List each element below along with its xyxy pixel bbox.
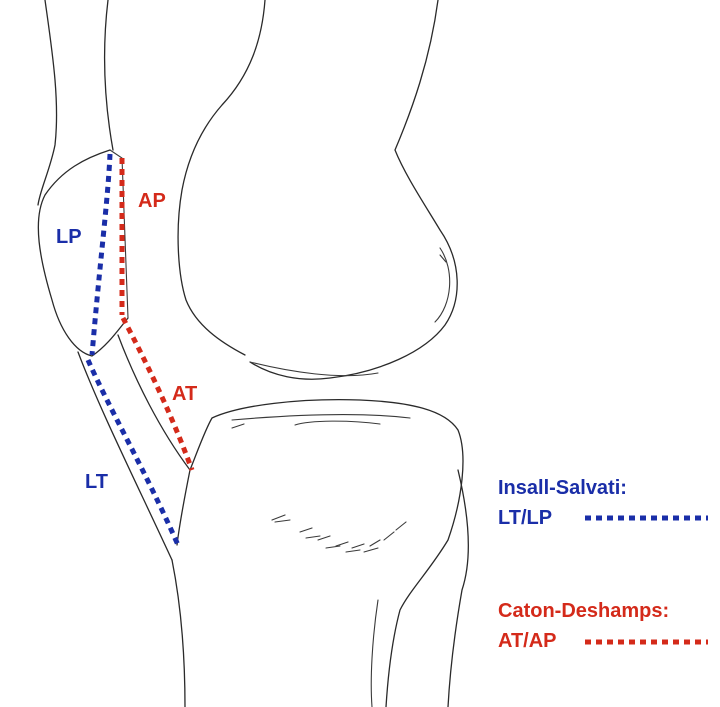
at-line: [120, 316, 195, 471]
patellar-tendon-outline: [77, 334, 191, 561]
legend-caton-ratio: AT/AP: [498, 630, 557, 652]
label-ap: AP: [138, 190, 166, 212]
tibia-outline: [171, 399, 470, 707]
label-lp: LP: [56, 226, 82, 248]
patella-outline: [37, 0, 129, 357]
legend-insall-title: Insall-Salvati:: [498, 477, 627, 499]
lt-line: [85, 358, 181, 547]
legend-caton-title: Caton-Deshamps:: [498, 600, 669, 622]
legend: Insall-Salvati: LT/LP Caton-Deshamps: AT…: [498, 477, 708, 652]
label-at: AT: [172, 383, 197, 405]
label-lt: LT: [85, 471, 108, 493]
lp-line: [89, 153, 113, 356]
femur-outline: [177, 0, 458, 380]
legend-insall-ratio: LT/LP: [498, 507, 552, 529]
